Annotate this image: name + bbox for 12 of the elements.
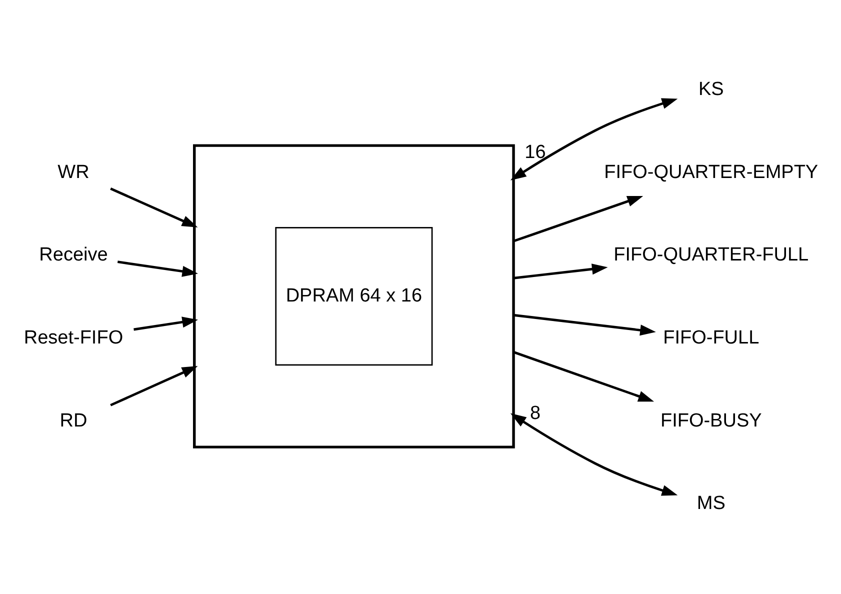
node-text: WR <box>58 162 90 183</box>
edge-label: 8 <box>530 402 541 424</box>
edge-label: 16 <box>524 142 546 164</box>
node-text: FIFO-QUARTER-FULL <box>614 244 809 266</box>
node-text: MS <box>696 493 726 514</box>
node-text: FIFO-BUSY <box>660 410 762 432</box>
node-text: Receive <box>39 244 108 266</box>
node-text: FIFO-QUARTER-EMPTY <box>604 162 818 183</box>
node-text: FIFO-FULL <box>663 327 760 348</box>
node-text: KS <box>698 78 724 100</box>
node-text: Reset-FIFO <box>24 327 124 348</box>
node-text: RD <box>60 410 88 432</box>
